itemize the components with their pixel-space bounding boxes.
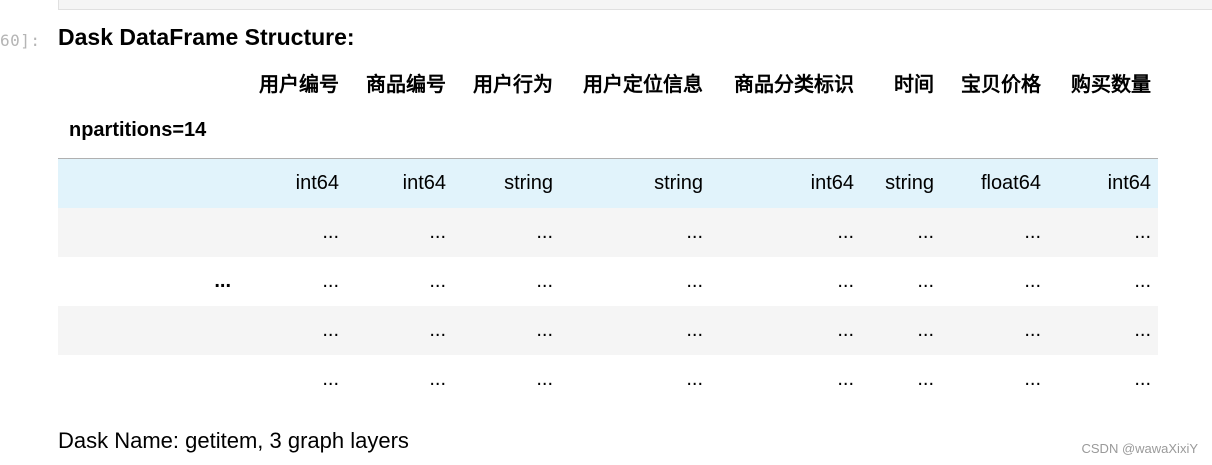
dtype-cell: string [861, 158, 941, 208]
row-index [58, 208, 238, 257]
ellipsis-cell: ... [710, 306, 861, 355]
ellipsis-cell: ... [453, 208, 560, 257]
table-row: ... ... ... ... ... ... ... ... [58, 208, 1158, 257]
table-row: ... ... ... ... ... ... ... ... [58, 355, 1158, 404]
ellipsis-cell: ... [322, 368, 339, 390]
ellipsis-cell: ... [941, 208, 1048, 257]
dtype-cell: float64 [941, 158, 1048, 208]
dtype-cell: int64 [238, 158, 346, 208]
ellipsis-cell: ... [453, 306, 560, 355]
ellipsis-cell: ... [560, 208, 710, 257]
dataframe-structure-title: Dask DataFrame Structure: [58, 24, 355, 50]
column-header: 时间 [894, 73, 934, 96]
column-header-row: 用户编号 商品编号 用户行为 用户定位信息 商品分类标识 时间 宝贝价格 购买数… [58, 62, 1158, 102]
row-index-ellipsis: ... [214, 270, 231, 292]
index-name-row: npartitions=14 [58, 102, 1158, 159]
ellipsis-cell: ... [536, 368, 553, 390]
column-header: 宝贝价格 [961, 73, 1041, 96]
execution-count-prompt: 60]: [0, 31, 41, 50]
cell-output: Dask DataFrame Structure: 用户编号 商品编号 用户行为… [58, 22, 1158, 456]
row-index [58, 158, 238, 208]
ellipsis-cell: ... [1024, 270, 1041, 292]
ellipsis-cell: ... [429, 368, 446, 390]
column-header: 用户行为 [473, 73, 553, 96]
column-header: 商品分类标识 [734, 73, 854, 96]
ellipsis-cell: ... [917, 270, 934, 292]
ellipsis-cell: ... [1024, 368, 1041, 390]
dtype-cell: int64 [710, 158, 861, 208]
corner-header [58, 62, 238, 102]
ellipsis-cell: ... [686, 368, 703, 390]
ellipsis-cell: ... [429, 270, 446, 292]
ellipsis-cell: ... [917, 368, 934, 390]
previous-cell-bottom [58, 0, 1212, 10]
ellipsis-cell: ... [837, 270, 854, 292]
ellipsis-cell: ... [560, 306, 710, 355]
column-header: 用户编号 [259, 73, 339, 96]
ellipsis-cell: ... [1048, 208, 1158, 257]
column-header: 购买数量 [1071, 73, 1151, 96]
dataframe-structure-table: 用户编号 商品编号 用户行为 用户定位信息 商品分类标识 时间 宝贝价格 购买数… [58, 62, 1158, 404]
ellipsis-cell: ... [861, 306, 941, 355]
ellipsis-cell: ... [1048, 306, 1158, 355]
ellipsis-cell: ... [536, 270, 553, 292]
table-row: ... ... ... ... ... ... ... ... [58, 306, 1158, 355]
ellipsis-cell: ... [837, 368, 854, 390]
ellipsis-cell: ... [346, 306, 453, 355]
dtype-cell: int64 [346, 158, 453, 208]
ellipsis-cell: ... [238, 306, 346, 355]
index-name: npartitions=14 [58, 102, 238, 159]
dtype-row: int64 int64 string string int64 string f… [58, 158, 1158, 208]
dtype-cell: int64 [1048, 158, 1158, 208]
column-header: 用户定位信息 [583, 73, 703, 96]
row-index [58, 355, 238, 404]
row-index [58, 306, 238, 355]
ellipsis-cell: ... [710, 208, 861, 257]
dask-name-text: Dask Name: getitem, 3 graph layers [58, 428, 409, 453]
ellipsis-cell: ... [238, 208, 346, 257]
ellipsis-cell: ... [941, 306, 1048, 355]
ellipsis-cell: ... [686, 270, 703, 292]
ellipsis-cell: ... [861, 208, 941, 257]
ellipsis-cell: ... [1134, 270, 1151, 292]
column-header: 商品编号 [366, 73, 446, 96]
dtype-cell: string [560, 158, 710, 208]
ellipsis-cell: ... [322, 270, 339, 292]
ellipsis-cell: ... [346, 208, 453, 257]
dtype-cell: string [453, 158, 560, 208]
ellipsis-cell: ... [1134, 368, 1151, 390]
table-row: ... ... ... ... ... ... ... ... ... [58, 257, 1158, 306]
watermark: CSDN @wawaXixiY [1081, 441, 1199, 456]
